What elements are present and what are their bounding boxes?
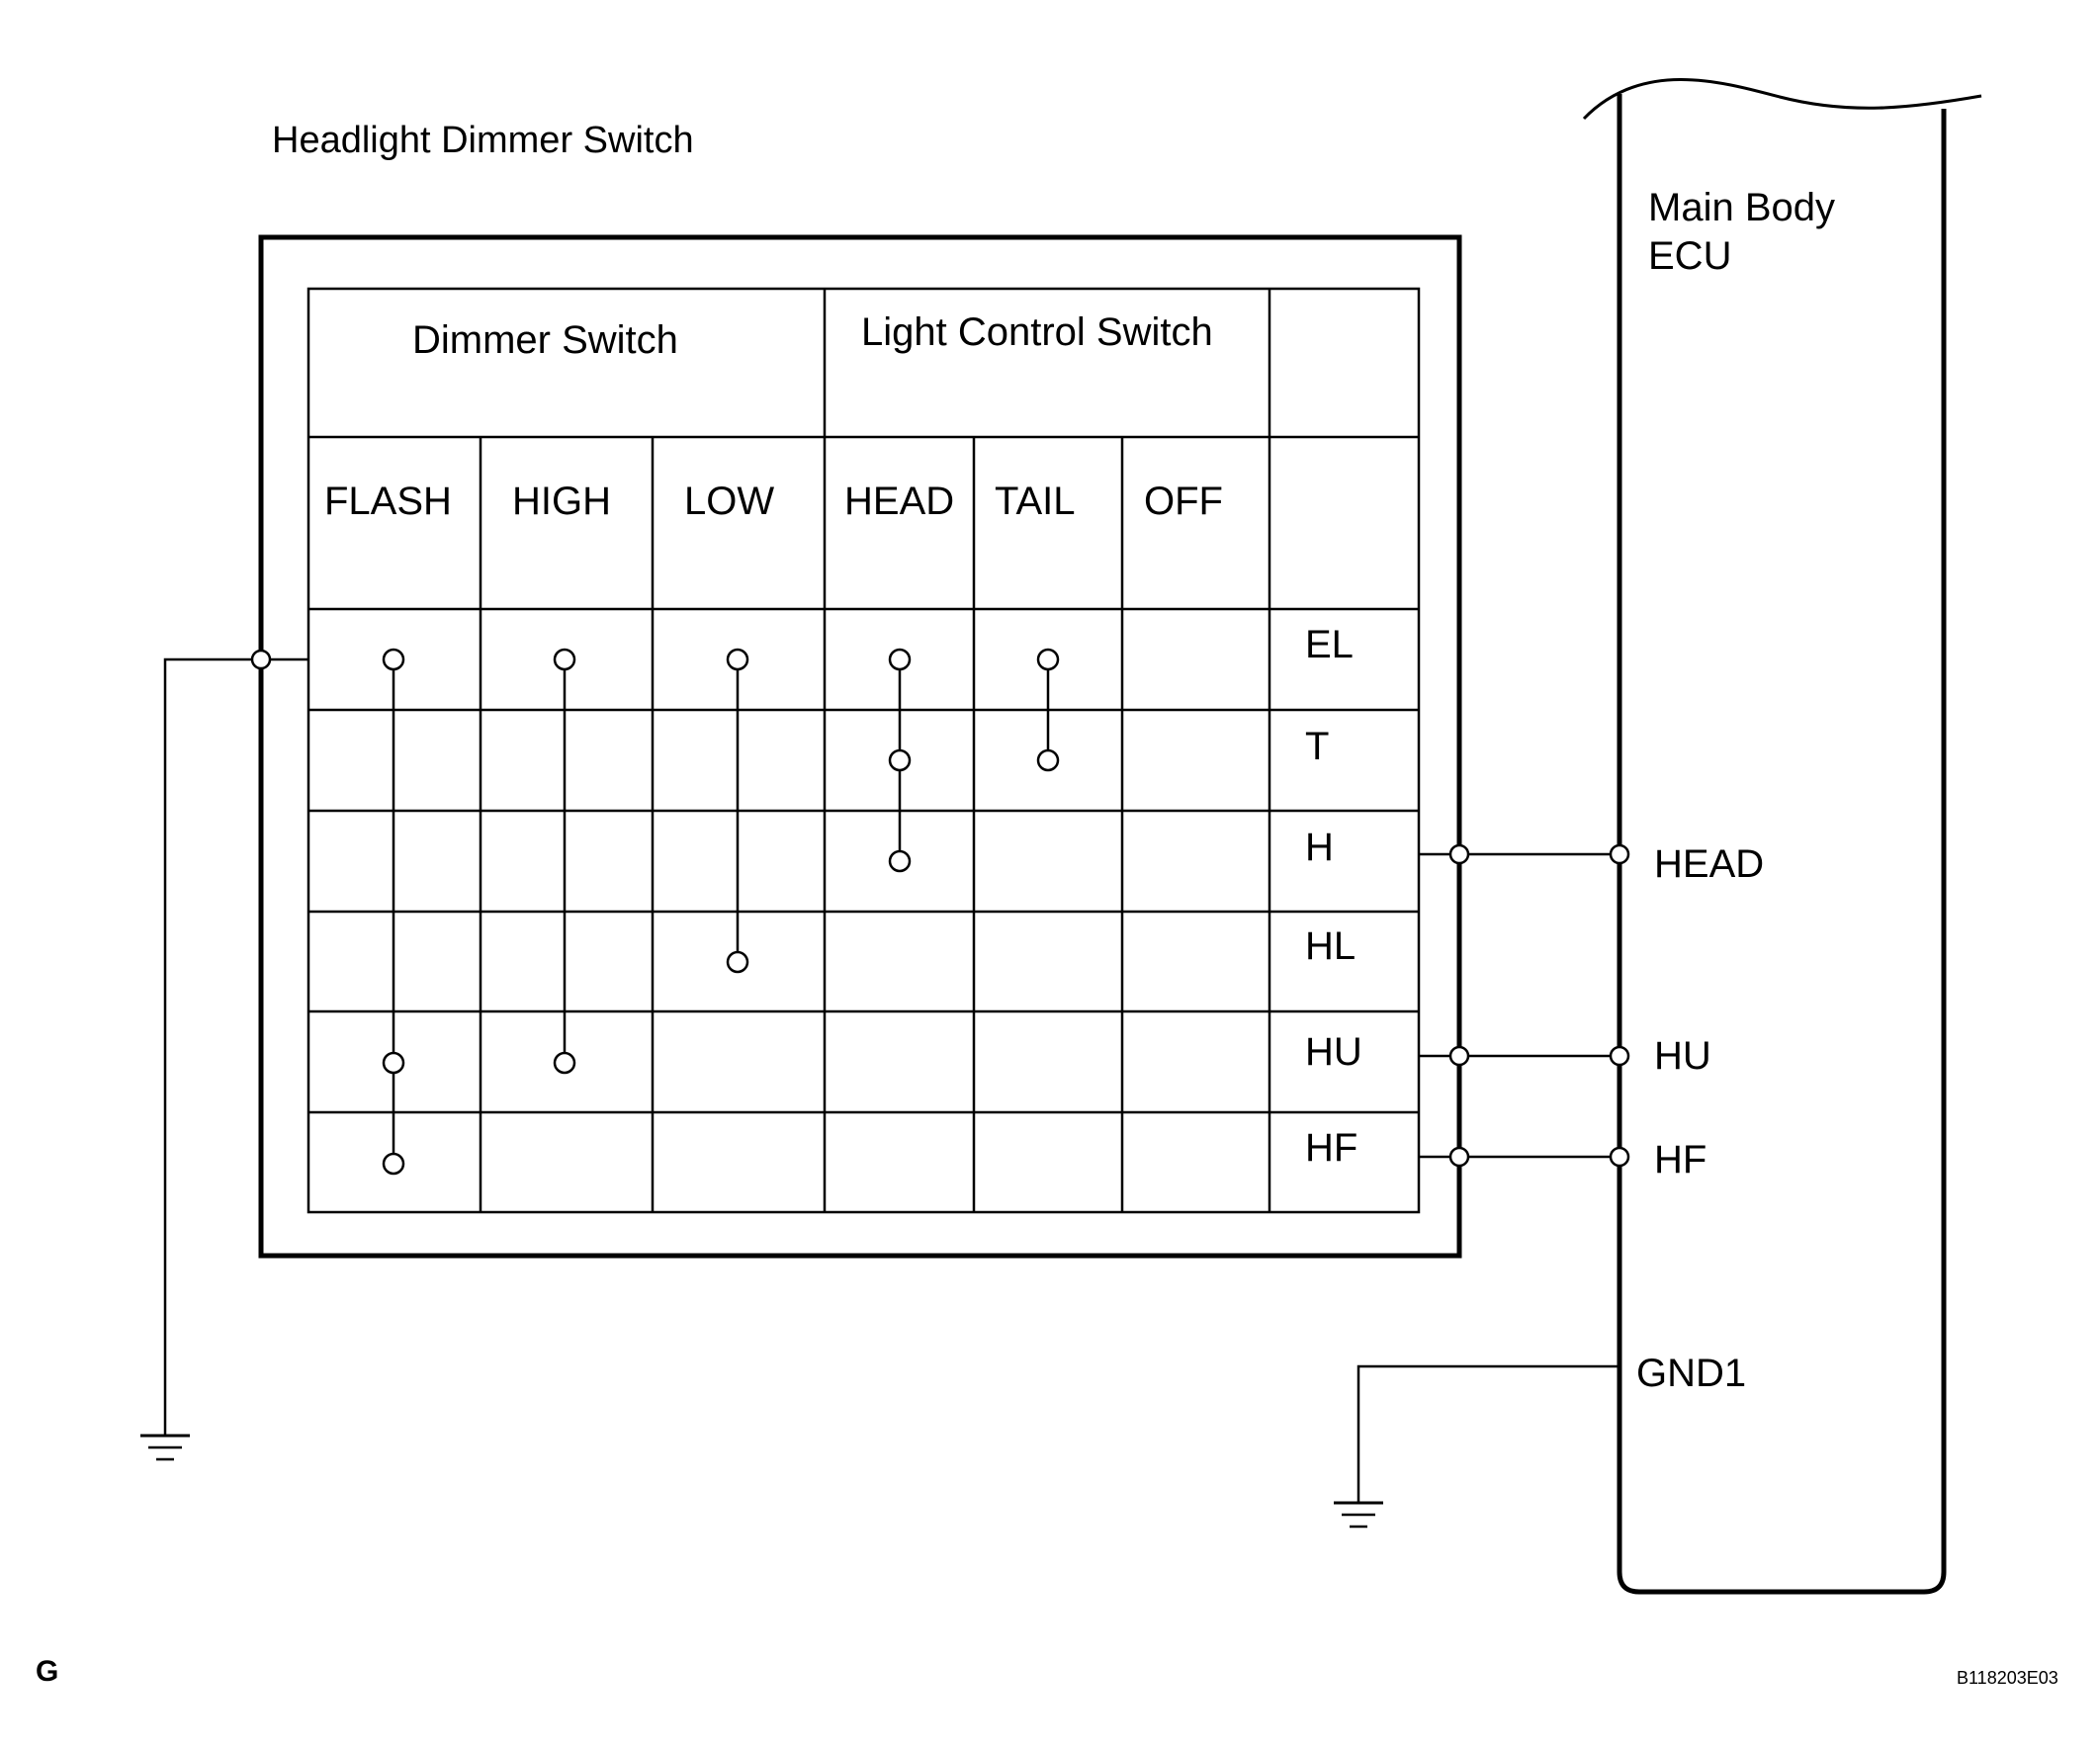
ecu-pin-hu: HU [1654,1034,1711,1078]
terminal-label-hf: HF [1305,1126,1357,1170]
column-header-low: LOW [684,480,774,523]
switch-table-grid [306,287,1421,1214]
contact-node-head-h [888,849,912,873]
column-header-head: HEAD [844,480,954,523]
switch-contacts [382,648,1060,1176]
contact-node-low-hl [726,950,749,974]
contact-node-flash-hu [382,1051,405,1075]
contact-node-tail-t [1036,748,1060,772]
el-junction-node [250,649,272,670]
switch-title: Headlight Dimmer Switch [272,120,694,161]
terminal-label-hl: HL [1305,924,1356,968]
ground-icon-right [1334,1501,1383,1529]
footer-ref-code: B118203E03 [1957,1668,2058,1688]
ecu-pin-gnd1: GND1 [1636,1352,1746,1395]
ecu-body [1617,94,1947,1595]
ecu-pin-head: HEAD [1654,842,1764,886]
ecu-pin-hf: HF [1654,1138,1706,1182]
contact-node-high-el [553,648,576,671]
terminal-label-t: T [1305,725,1329,768]
switch-body-frame [258,234,1462,1259]
column-header-off: OFF [1144,480,1223,523]
contact-node-flash-hf [382,1152,405,1176]
column-headers: FLASH HIGH LOW HEAD TAIL OFF [324,480,1223,523]
contact-node-flash-el [382,648,405,671]
light-control-switch-header: Light Control Switch [861,310,1213,354]
switch-ground-wire [163,649,308,1436]
column-header-tail: TAIL [995,480,1076,523]
terminal-label-el: EL [1305,623,1354,666]
ground-icon-left [140,1434,190,1461]
contact-node-head-el [888,648,912,671]
column-header-high: HIGH [512,480,611,523]
footer-g-mark: G [36,1655,58,1688]
ecu-title-line2: ECU [1648,234,1731,278]
terminal-labels: EL T H HL HU HF [1305,623,1362,1170]
ecu-ground-wire [1356,1364,1619,1503]
column-header-flash: FLASH [324,480,452,523]
contact-node-high-hu [553,1051,576,1075]
dimmer-switch-header: Dimmer Switch [412,318,678,362]
terminal-label-h: H [1305,826,1334,869]
ecu-title-line1: Main Body [1648,186,1835,229]
contact-node-head-t [888,748,912,772]
contact-node-low-el [726,648,749,671]
harness-wires [1419,843,1630,1168]
contact-node-tail-el [1036,648,1060,671]
ecu-break-line [1582,78,1982,121]
terminal-label-hu: HU [1305,1030,1362,1074]
